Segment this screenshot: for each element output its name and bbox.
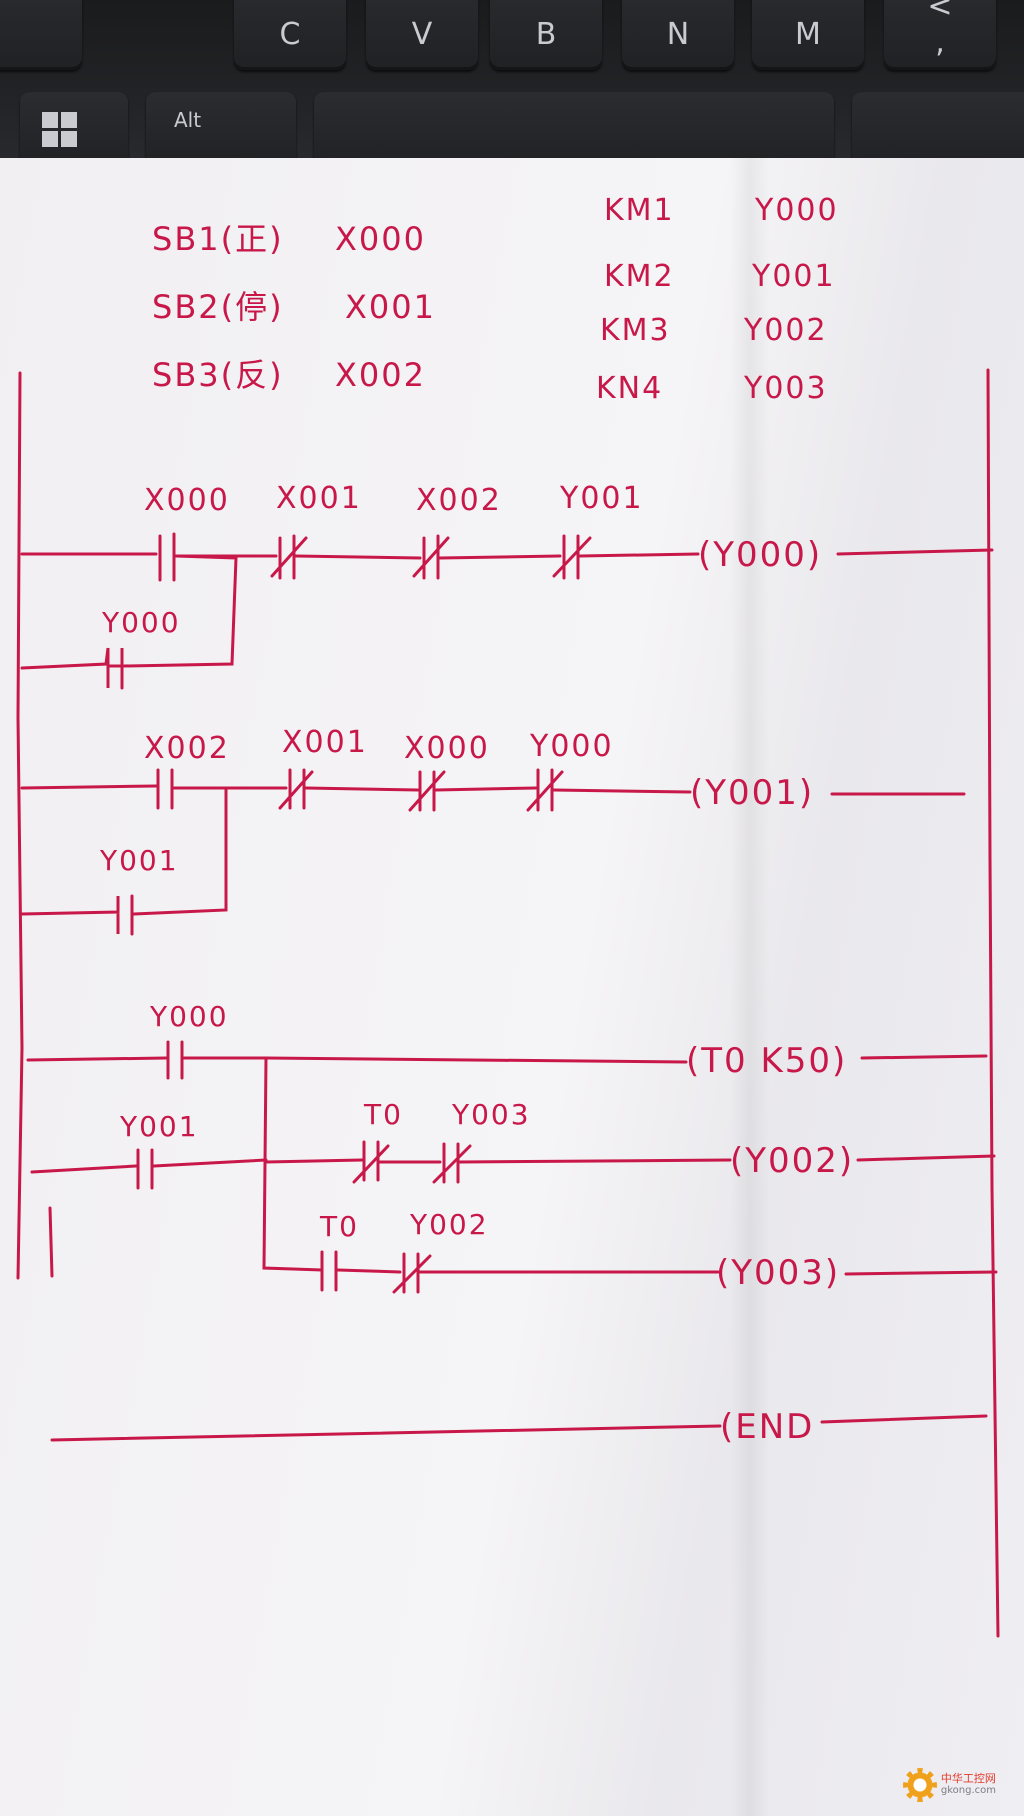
contact-nc bbox=[408, 770, 446, 812]
key-v: V bbox=[366, 0, 478, 70]
ladder-diagram: SB1(正) X000 SB2(停) X001 SB3(反) X002 KM1 … bbox=[16, 193, 1000, 1638]
contact-no bbox=[320, 1250, 338, 1292]
y002-coil: (Y002) bbox=[730, 1141, 854, 1181]
output-1-address: Y000 bbox=[754, 193, 839, 228]
timer-coil: (T0 K50) bbox=[686, 1041, 847, 1081]
rung2-coil: (Y001) bbox=[690, 773, 814, 813]
y003-line-contact-2: Y002 bbox=[409, 1208, 489, 1241]
rung-3: Y000 Y001 (T0 K50) T0 Y003 (Y002) T0 Y00… bbox=[26, 1000, 998, 1294]
contact-nc bbox=[270, 534, 308, 580]
y003-coil: (Y003) bbox=[716, 1253, 840, 1293]
contact-no bbox=[156, 768, 174, 810]
output-3-contactor: KM3 bbox=[600, 313, 671, 348]
output-3-address: Y002 bbox=[743, 313, 828, 348]
input-3-address: X002 bbox=[335, 356, 426, 394]
output-4-address: Y003 bbox=[743, 371, 828, 406]
rung1-contact-3: X002 bbox=[416, 483, 502, 518]
input-1-button: SB1(正) bbox=[152, 220, 284, 258]
watermark: 中华工控网 gkong.com bbox=[902, 1768, 996, 1802]
paper-fold bbox=[730, 158, 770, 1816]
y002-line-contact-2: Y003 bbox=[451, 1098, 531, 1131]
contact-nc bbox=[526, 768, 564, 812]
left-rail-end-mark bbox=[48, 1206, 54, 1278]
contact-nc bbox=[352, 1140, 390, 1184]
rung2-contact-3: X000 bbox=[404, 731, 490, 766]
key-b: B bbox=[490, 0, 602, 70]
output-4-contactor: KN4 bbox=[596, 371, 663, 406]
rung2-contact-2: X001 bbox=[282, 725, 368, 760]
watermark-en: gkong.com bbox=[940, 1785, 996, 1796]
contact-no bbox=[166, 1040, 184, 1080]
input-2-address: X001 bbox=[345, 288, 436, 326]
key-x bbox=[0, 0, 82, 70]
right-power-rail bbox=[986, 368, 1000, 1638]
input-2-button: SB2(停) bbox=[152, 288, 284, 326]
paper-sheet: SB1(正) X000 SB2(停) X001 SB3(反) X002 KM1 … bbox=[0, 158, 1024, 1816]
rung2-contact-4: Y000 bbox=[529, 729, 614, 764]
contact-nc bbox=[278, 768, 314, 810]
contact-nc bbox=[392, 1252, 432, 1294]
io-table: SB1(正) X000 SB2(停) X001 SB3(反) X002 KM1 … bbox=[152, 193, 839, 406]
y002-line-contact-1: T0 bbox=[363, 1098, 403, 1131]
rung3-branch-contact: Y001 bbox=[119, 1110, 199, 1143]
rung1-contact-1: X000 bbox=[144, 483, 230, 518]
end-coil: (END bbox=[720, 1407, 814, 1447]
output-1-contactor: KM1 bbox=[604, 193, 675, 228]
rung1-contact-4: Y001 bbox=[559, 481, 644, 516]
rung1-branch-contact: Y000 bbox=[101, 606, 181, 639]
rung2-contact-1: X002 bbox=[144, 731, 230, 766]
rung-1: X000 X001 X002 Y001 Y000 (Y000) bbox=[20, 481, 994, 690]
windows-icon bbox=[42, 112, 78, 148]
contact-nc bbox=[412, 534, 450, 580]
rung2-branch-contact: Y001 bbox=[99, 844, 179, 877]
rung-2: X002 X001 X000 Y000 Y001 (Y001) bbox=[20, 725, 966, 936]
contact-nc bbox=[432, 1142, 472, 1184]
y003-line-contact-1: T0 bbox=[319, 1210, 359, 1243]
gear-logo-icon bbox=[902, 1768, 937, 1802]
rung1-coil: (Y000) bbox=[698, 535, 822, 575]
key-m: M bbox=[752, 0, 864, 70]
input-3-button: SB3(反) bbox=[152, 356, 284, 394]
rung1-contact-2: X001 bbox=[276, 481, 362, 516]
end-rung: (END bbox=[50, 1407, 988, 1447]
rung3-contact: Y000 bbox=[149, 1000, 229, 1033]
rung-2-branch bbox=[20, 788, 228, 936]
rung-1-branch bbox=[20, 554, 238, 690]
watermark-cn: 中华工控网 bbox=[940, 1772, 996, 1785]
key-c: C bbox=[234, 0, 346, 70]
contact-no bbox=[136, 1148, 154, 1190]
contact-no bbox=[158, 532, 176, 582]
key-comma: < , bbox=[884, 0, 996, 70]
output-2-contactor: KM2 bbox=[604, 259, 675, 294]
output-2-address: Y001 bbox=[751, 259, 836, 294]
contact-nc bbox=[552, 534, 592, 580]
keyboard: C V B N M < , Alt bbox=[0, 0, 1024, 175]
input-1-address: X000 bbox=[335, 220, 426, 258]
key-n: N bbox=[622, 0, 734, 70]
left-power-rail bbox=[16, 371, 24, 1280]
